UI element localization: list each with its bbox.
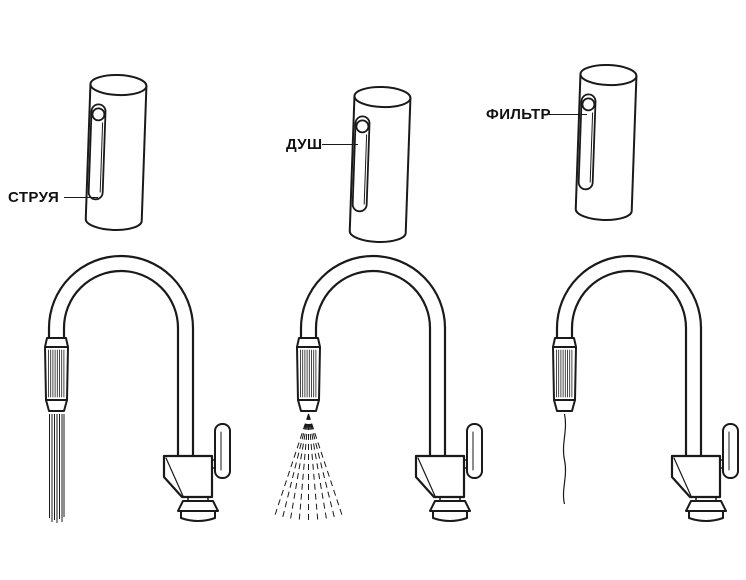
spray-head-figure-shower: [348, 85, 412, 244]
spray-head-cylinder: [348, 85, 412, 244]
filter-mode-label: ФИЛЬТР: [486, 106, 551, 123]
water-spray: [273, 413, 344, 525]
faucet-body: [295, 254, 484, 523]
spray-head-figure-stream: [84, 73, 148, 232]
faucet-figure-stream: [43, 254, 232, 524]
stream-mode-label: СТРУЯ: [8, 189, 60, 206]
water-stream: [49, 413, 65, 524]
spray-head-cylinder: [574, 63, 638, 222]
spray-head-figure-filter: [574, 63, 638, 222]
faucet-figure-shower: [273, 254, 484, 525]
filter-leader-line: [549, 114, 587, 115]
faucet-body: [43, 254, 232, 523]
stream-leader-line: [64, 197, 98, 198]
faucet-figure-filter: [551, 254, 740, 523]
water-filter: [562, 413, 567, 505]
shower-mode-label: ДУШ: [286, 136, 323, 153]
faucet-body: [551, 254, 740, 523]
shower-leader-line: [322, 144, 358, 145]
spray-head-cylinder: [84, 73, 148, 232]
